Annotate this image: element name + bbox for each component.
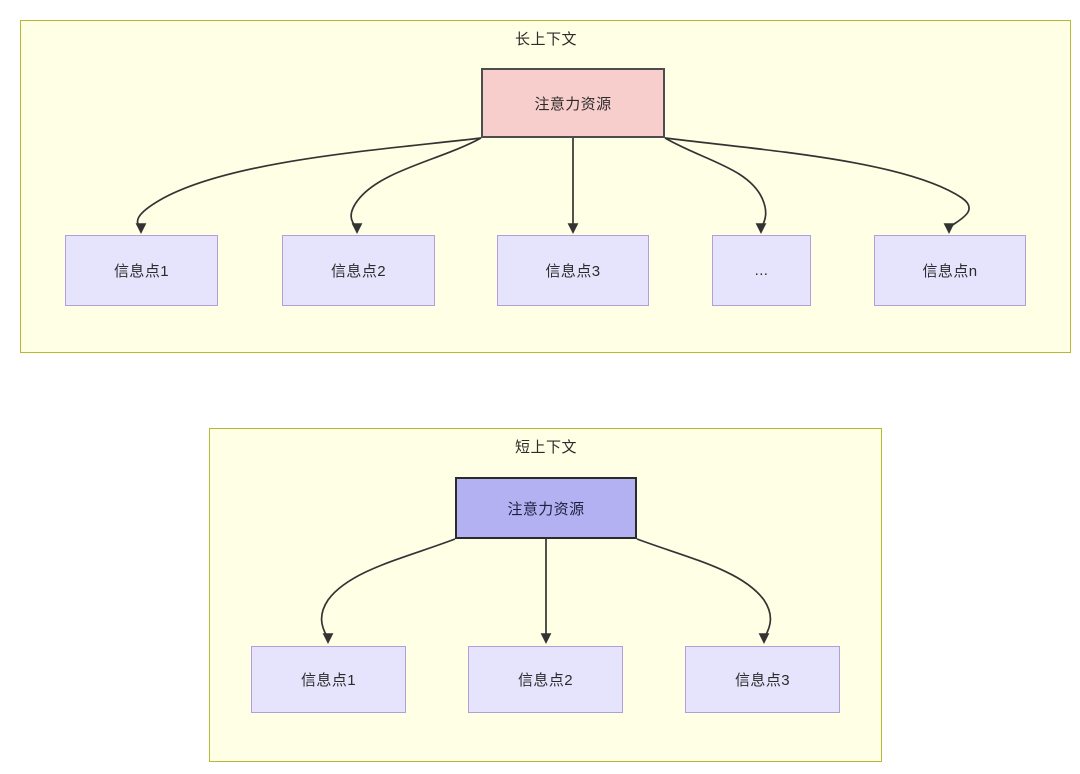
node-info-point-short-1[interactable]: 信息点1 [251, 646, 406, 713]
node-info-point-short-3[interactable]: 信息点3 [685, 646, 840, 713]
node-info-point-long-1[interactable]: 信息点1 [65, 235, 218, 306]
node-info-point-short-2[interactable]: 信息点2 [468, 646, 623, 713]
node-info-point-long-2[interactable]: 信息点2 [282, 235, 435, 306]
node-attention-resource-short[interactable]: 注意力资源 [455, 477, 637, 539]
group-short-context-title: 短上下文 [514, 439, 578, 456]
node-info-point-long-3[interactable]: 信息点3 [497, 235, 649, 306]
node-info-point-long-ellipsis[interactable]: ... [712, 235, 811, 306]
group-long-context-title: 长上下文 [514, 31, 578, 48]
node-attention-resource-long[interactable]: 注意力资源 [481, 68, 665, 138]
node-info-point-long-n[interactable]: 信息点n [874, 235, 1026, 306]
